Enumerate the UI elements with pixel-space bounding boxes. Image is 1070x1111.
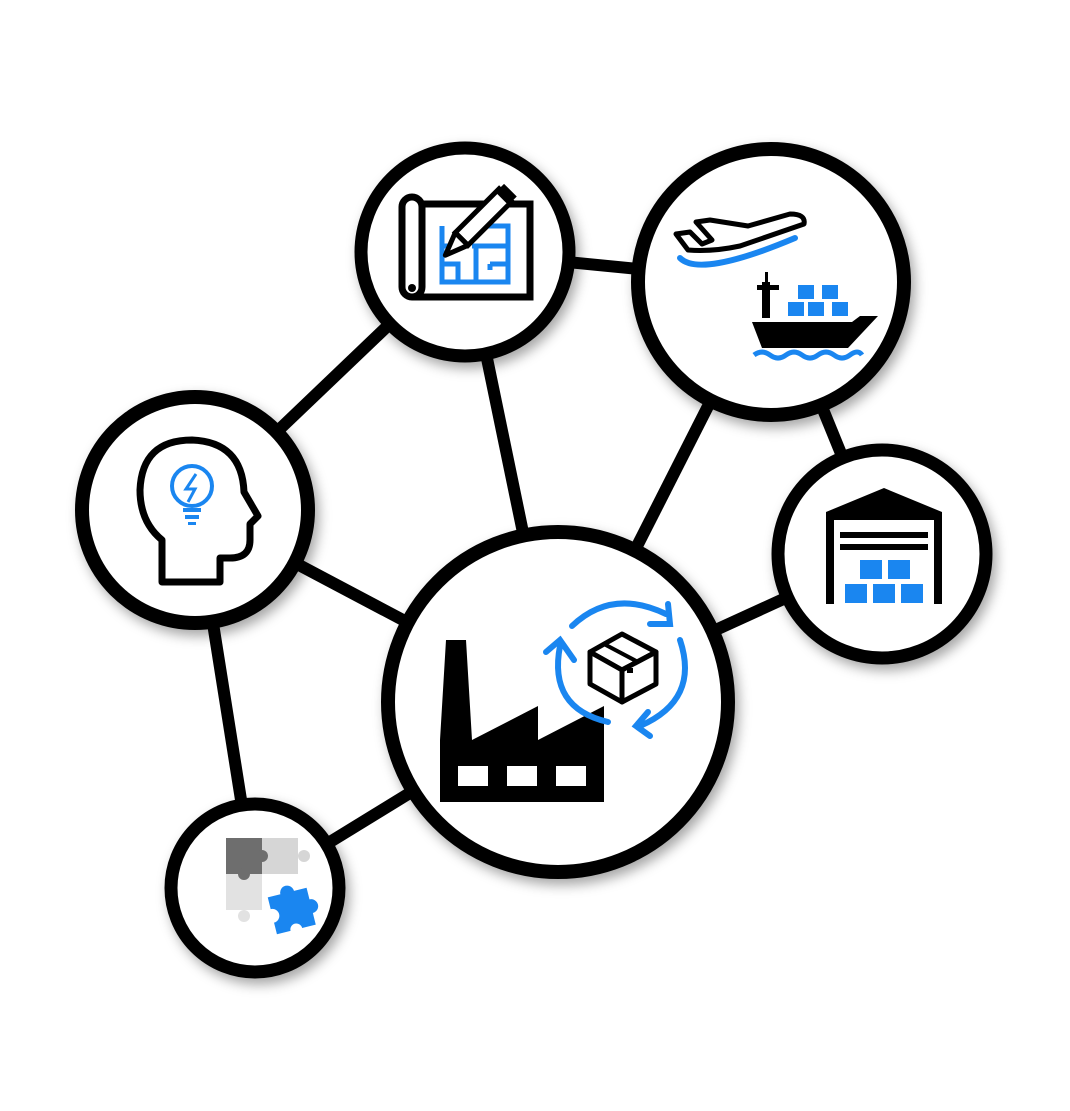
factory-recycle-icon (440, 600, 688, 802)
node-transport (631, 142, 911, 422)
warehouse-boxes-icon (826, 488, 942, 604)
puzzle-pieces-icon (226, 838, 319, 936)
blueprint-pencil-icon (398, 183, 534, 301)
airplane-cargo-ship-icon (673, 211, 878, 361)
head-lightbulb-icon (136, 436, 262, 586)
node-warehouse (771, 443, 993, 665)
node-design (354, 141, 576, 363)
